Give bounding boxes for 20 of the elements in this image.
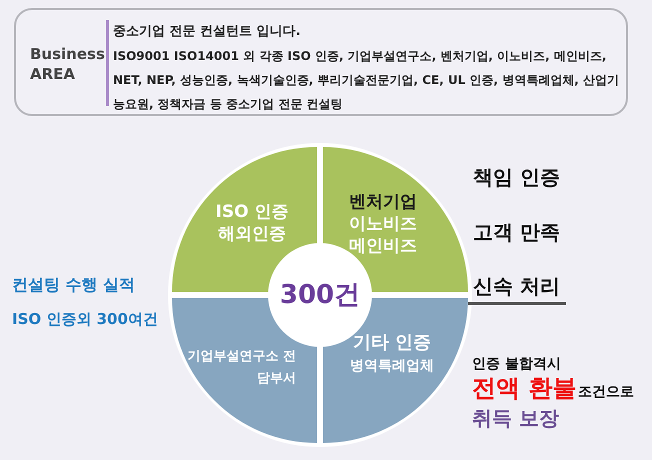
quadrant-text: 이노비즈 메인비즈 [348,213,418,257]
service-list: ISO9001 ISO14001 외 각종 ISO 인증, 기업부설연구소, 벤처기업, 이노비즈, 메인비즈, NET, NEP, 성능인증, 녹색기술인증, 뿌리기술전문기업, CE, UL 인증, 병역특례업체, 산업기능요원, 정책자금 등 중소기업 전문 컨설팅 [113,44,623,116]
info-panel [14,8,628,116]
slogan-text: 고객 만족 [473,219,560,246]
quadrant-text: 병역특례업체 [349,357,435,376]
quadrant-heading: 기타 인증 [352,332,432,354]
quadrant-text: ISO 인증 해외인증 [214,201,290,245]
quadrant-heading: 벤처기업 [348,191,418,213]
slogan-text: 신속 처리 [473,273,560,300]
quadrant-text: 기업부설연구소 전담부서 [186,348,296,388]
highlight-text: 컨설팅 수행 실적 [12,275,136,296]
highlight-text: ISO 인증외 300여건 [12,310,158,329]
note-text: 조건으로 [578,383,634,401]
refund-text: 전액 환불 [472,373,576,404]
note-text: 인증 불합격시 [472,355,561,373]
count-text: 300건 [278,279,362,311]
heading: Business AREA [30,44,106,84]
intro-text: 중소기업 전문 컨설턴트 입니다. [113,23,301,41]
slogan-text: 책임 인증 [473,164,560,191]
guarantee-text: 취득 보장 [472,405,559,432]
